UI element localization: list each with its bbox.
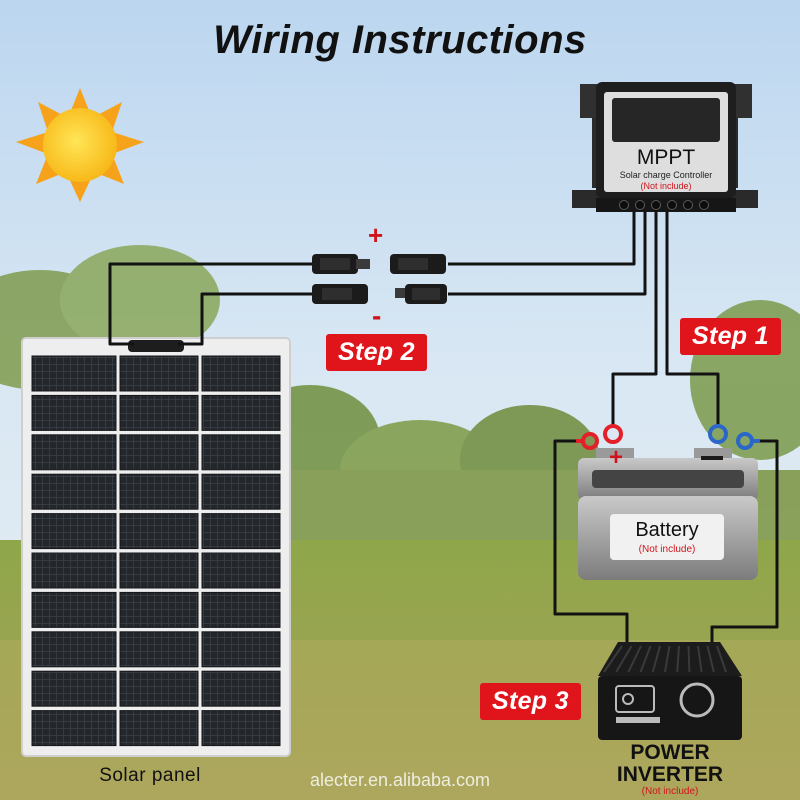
- solar-cell: [201, 631, 281, 668]
- solar-cell: [201, 513, 281, 550]
- controller-title: MPPT: [636, 146, 696, 169]
- solar-cell: [119, 710, 199, 747]
- controller-note: (Not include): [640, 181, 692, 191]
- inverter-vent: [651, 645, 661, 673]
- solar-cell: [201, 552, 281, 589]
- inverter-label-line1: POWER: [630, 741, 710, 764]
- controller-port: [667, 200, 677, 210]
- solar-cell: [119, 513, 199, 550]
- solar-cell: [31, 591, 117, 628]
- inverter-vent: [627, 645, 642, 673]
- solar-cell: [31, 434, 117, 471]
- controller-subtitle: Solar charge Controller: [619, 170, 713, 180]
- mc4-connector-male-negative: [312, 284, 368, 304]
- terminal-red-inverter: [576, 432, 599, 450]
- solar-cell: [119, 631, 199, 668]
- inverter-vent: [697, 645, 703, 673]
- power-inverter: [598, 642, 742, 740]
- solar-cell: [31, 670, 117, 707]
- controller-port: [683, 200, 693, 210]
- solar-cell: [119, 670, 199, 707]
- solar-cell: [31, 710, 117, 747]
- step-3-badge: Step 3: [480, 683, 581, 720]
- solar-panel: [21, 337, 291, 757]
- step-1-badge: Step 1: [680, 318, 781, 355]
- solar-panel-label: Solar panel: [99, 765, 201, 786]
- controller-port: [651, 200, 661, 210]
- solar-cell: [119, 434, 199, 471]
- wires: [108, 212, 779, 642]
- step-2-badge: Step 2: [326, 334, 427, 371]
- positive-symbol: +: [368, 220, 384, 250]
- solar-cell: [119, 591, 199, 628]
- negative-symbol: -: [372, 300, 382, 331]
- watermark: alecter.en.alibaba.com: [309, 770, 491, 790]
- solar-cell: [31, 394, 117, 431]
- inverter-vent: [615, 645, 633, 673]
- solar-cell: [119, 355, 199, 392]
- solar-cell: [201, 591, 281, 628]
- inverter-label-line2: INVERTER: [616, 763, 724, 786]
- controller-port: [699, 200, 709, 210]
- solar-cell: [119, 394, 199, 431]
- sun-icon: [16, 88, 144, 202]
- solar-cell: [201, 670, 281, 707]
- inverter-vent: [664, 645, 671, 673]
- solar-cell: [31, 355, 117, 392]
- page-title: Wiring Instructions: [213, 18, 587, 62]
- controller-port: [619, 200, 629, 210]
- mc4-connector-female-negative: [395, 284, 447, 304]
- junction-box: [128, 340, 184, 352]
- solar-cell: [201, 434, 281, 471]
- inverter-vent: [603, 645, 623, 673]
- terminal-blue-controller: [708, 424, 728, 444]
- solar-cell: [119, 473, 199, 510]
- inverter-vent: [639, 645, 652, 673]
- terminal-red-controller: [603, 424, 623, 444]
- inverter-vent: [676, 645, 680, 673]
- battery-label: Battery: [635, 519, 699, 541]
- solar-cell: [201, 473, 281, 510]
- solar-cell: [201, 355, 281, 392]
- terminal-blue-inverter: [736, 432, 760, 450]
- solar-cell: [31, 513, 117, 550]
- mc4-connector-female-positive: [390, 254, 446, 274]
- inverter-vent: [716, 645, 727, 673]
- solar-cell: [201, 710, 281, 747]
- solar-cell: [201, 394, 281, 431]
- controller-port: [635, 200, 645, 210]
- inverter-vent: [706, 645, 715, 673]
- solar-cell: [31, 631, 117, 668]
- battery-plus-symbol: +: [609, 444, 624, 471]
- solar-cell: [119, 552, 199, 589]
- battery-note: (Not include): [638, 544, 696, 555]
- battery: [578, 448, 758, 580]
- mppt-controller: [572, 82, 758, 212]
- solar-cell: [31, 552, 117, 589]
- solar-cell: [31, 473, 117, 510]
- mc4-connector-male-positive: [312, 254, 370, 274]
- inverter-note: (Not include): [641, 786, 699, 797]
- inverter-vent: [687, 645, 691, 673]
